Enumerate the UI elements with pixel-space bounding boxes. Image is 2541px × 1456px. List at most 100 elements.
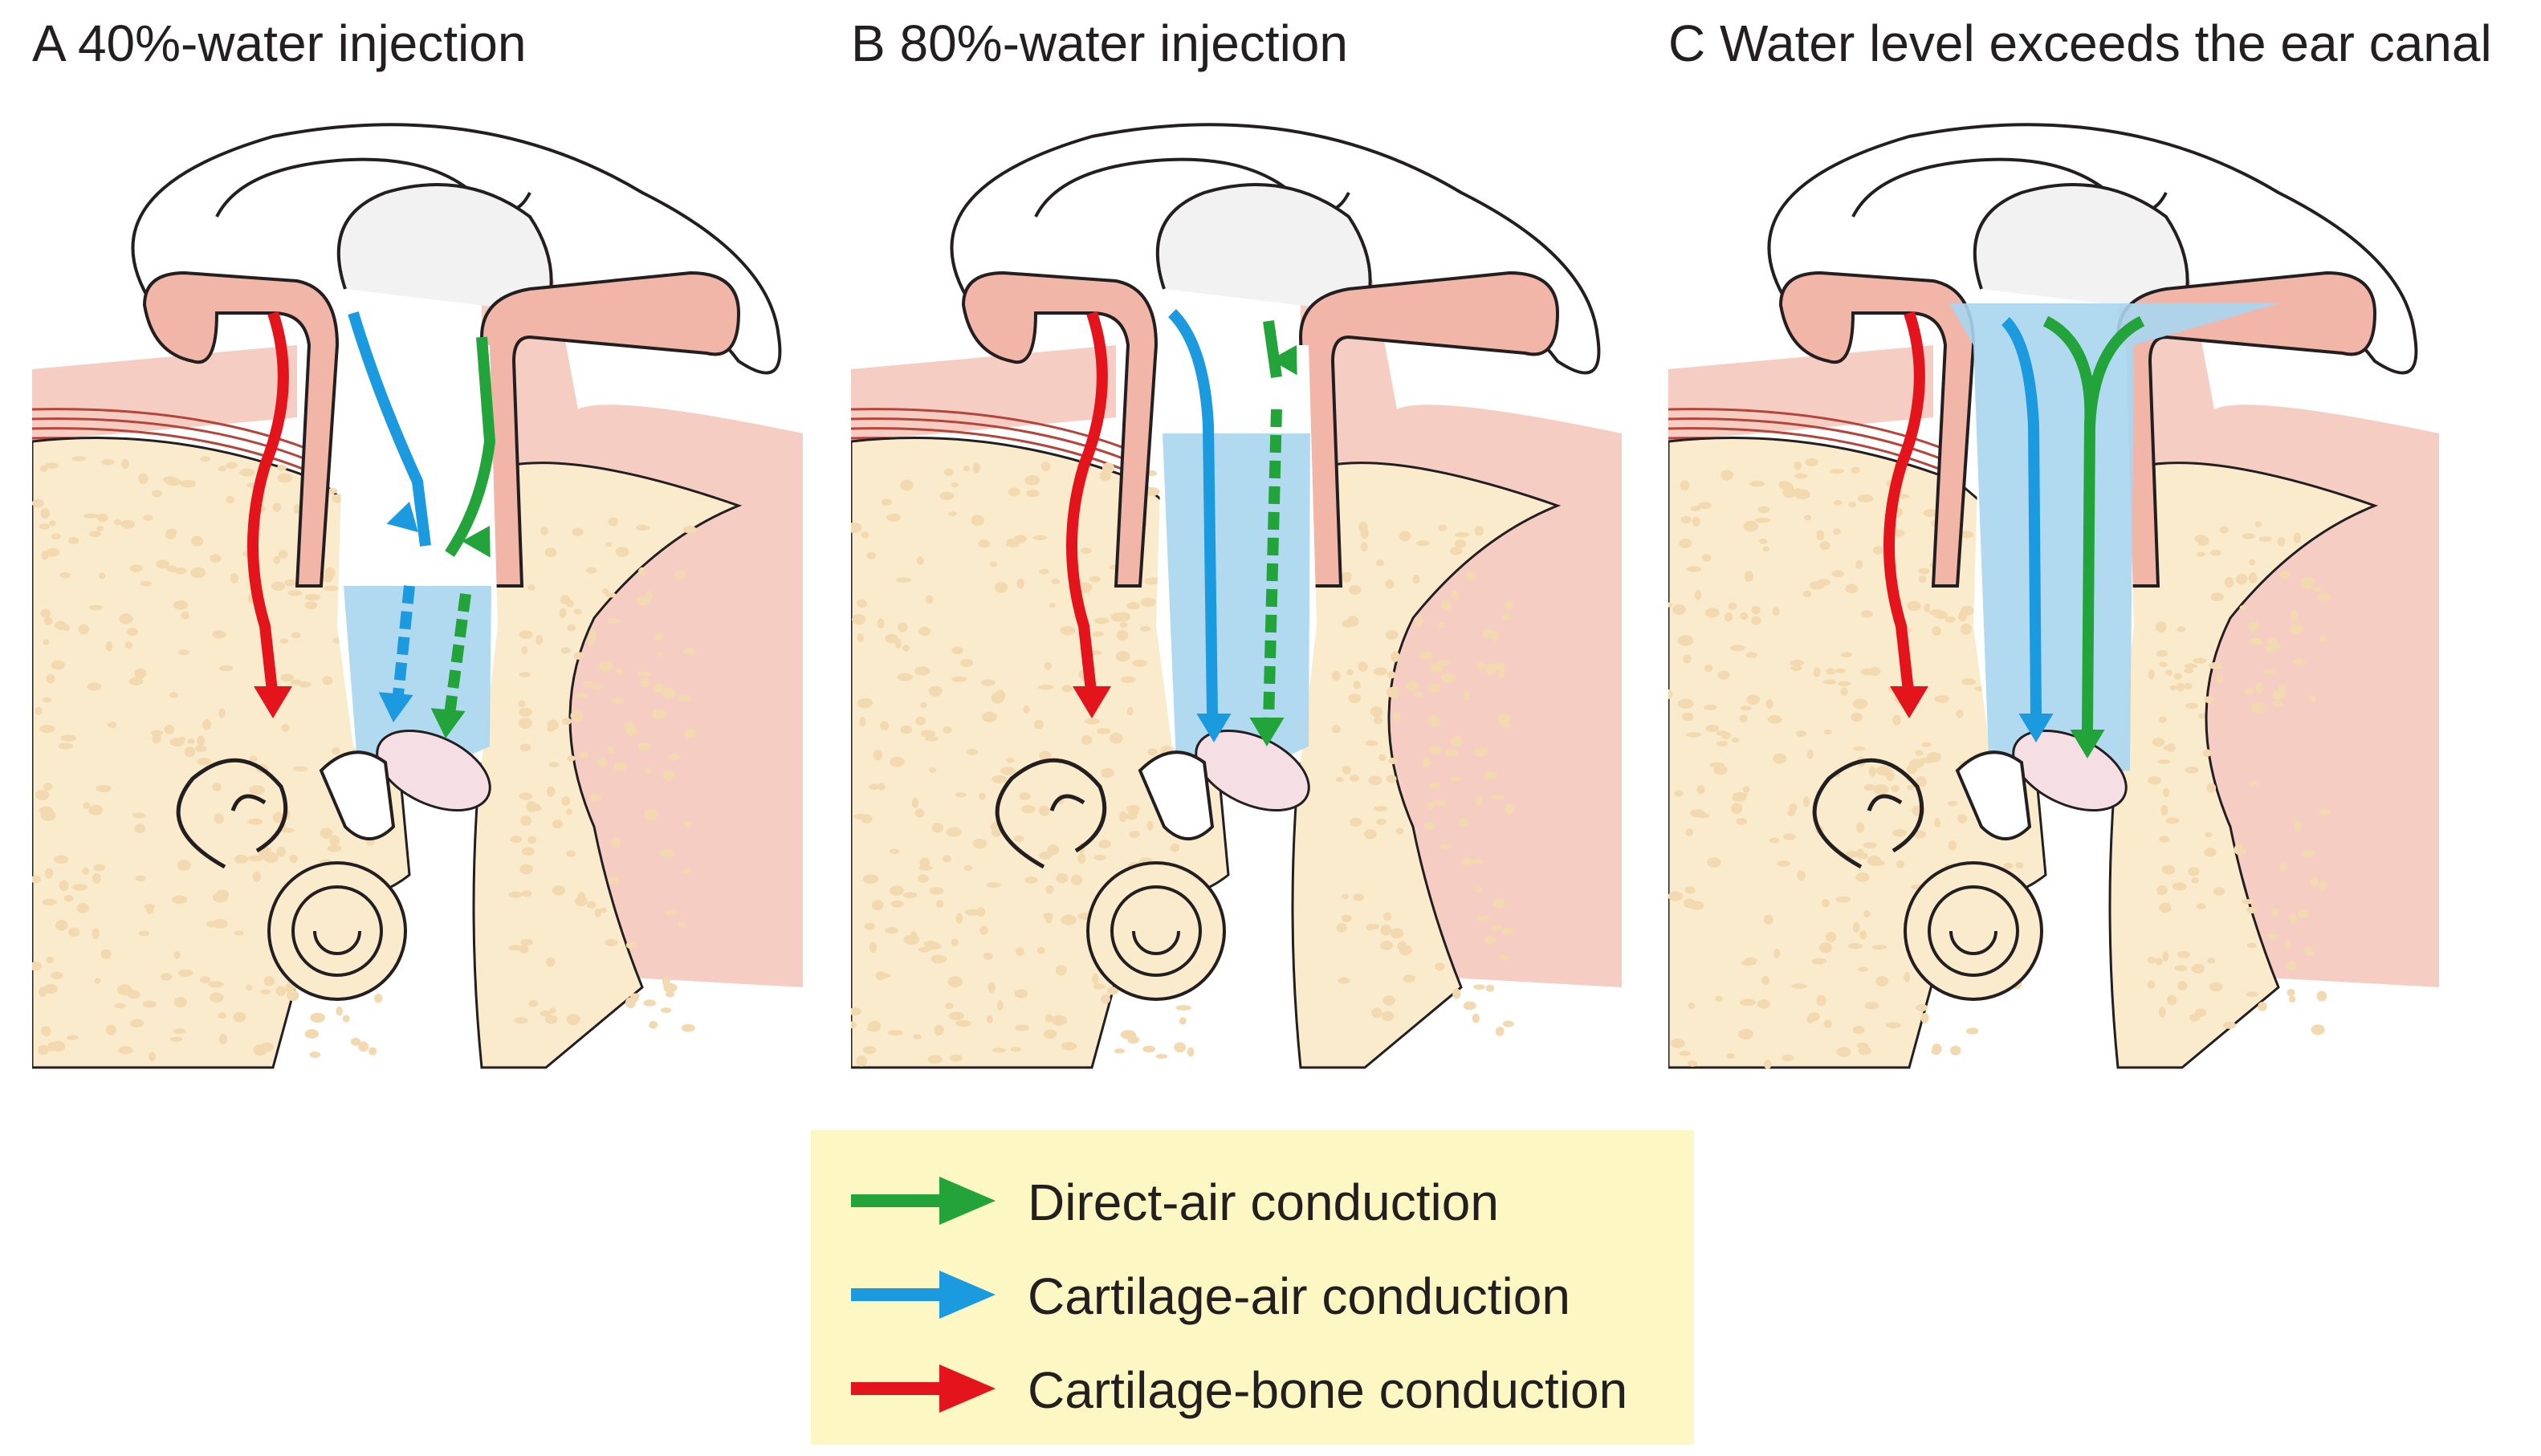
bone-texture [2191, 963, 2205, 974]
bone-texture [1777, 860, 1791, 867]
bone-texture [936, 900, 944, 909]
bone-texture [1119, 621, 1128, 628]
bone-texture [1845, 584, 1859, 594]
bone-texture [1871, 945, 1887, 950]
bone-texture [1473, 984, 1486, 990]
bone-texture [1837, 681, 1851, 687]
bone-texture [187, 738, 195, 745]
bone-texture [1110, 612, 1126, 622]
bone-texture [42, 697, 52, 703]
bone-texture [1454, 532, 1469, 538]
bone-texture [508, 891, 523, 898]
bone-texture [521, 847, 535, 856]
bone-texture [1039, 851, 1053, 860]
bone-texture [2235, 573, 2248, 585]
bone-texture [40, 1026, 51, 1037]
bone-texture [2286, 989, 2295, 997]
bone-texture [1680, 515, 1692, 524]
bone-texture [1772, 753, 1787, 764]
bone-texture [1742, 786, 1750, 793]
bone-texture [2262, 669, 2276, 674]
bone-texture [1907, 600, 1921, 612]
bone-texture [208, 981, 224, 988]
bone-texture [996, 1000, 1004, 1011]
bone-texture [1819, 541, 1830, 551]
bone-texture [42, 898, 57, 906]
bone-texture [209, 992, 224, 1003]
bone-texture [1187, 1047, 1195, 1057]
bone-texture [1371, 1007, 1382, 1019]
bone-texture [1415, 615, 1423, 627]
tragus-cartilage [142, 270, 340, 588]
bone-texture [926, 942, 943, 950]
bone-texture [2241, 899, 2255, 905]
bone-texture [2292, 659, 2306, 665]
bone-texture [972, 462, 980, 474]
bone-texture [66, 1035, 79, 1040]
bone-texture [1931, 1048, 1941, 1055]
bone-texture [587, 636, 595, 647]
bone-texture [2147, 956, 2156, 964]
bone-texture [976, 907, 986, 917]
bone-texture [309, 1051, 321, 1058]
bone-texture [342, 1015, 350, 1023]
bone-texture [1763, 914, 1773, 925]
bone-texture [43, 639, 50, 645]
bone-texture [902, 645, 910, 652]
bone-texture [657, 652, 664, 657]
bone-texture [561, 796, 571, 806]
bone-texture [2289, 913, 2298, 925]
bone-texture [2249, 638, 2264, 645]
bone-texture [1024, 475, 1040, 486]
bone-texture [2169, 685, 2177, 691]
bone-texture [1682, 712, 1694, 722]
bone-texture [1016, 578, 1024, 589]
bone-texture [1855, 559, 1863, 569]
bone-texture [1726, 1052, 1736, 1059]
bone-texture [861, 531, 869, 539]
bone-texture [1412, 574, 1420, 584]
bone-texture [1419, 651, 1434, 661]
bone-texture [58, 742, 74, 750]
bone-texture [955, 792, 967, 798]
bone-texture [1772, 607, 1780, 616]
bone-texture [1492, 662, 1505, 670]
bone-texture [521, 645, 528, 655]
bone-texture [275, 986, 287, 996]
bone-texture [649, 1020, 658, 1029]
bone-texture [1427, 802, 1435, 810]
bone-texture [980, 679, 996, 686]
bone-texture [100, 949, 112, 959]
bone-texture [96, 784, 112, 792]
bone-texture [853, 813, 869, 820]
bone-texture [662, 976, 670, 986]
bone-texture [133, 824, 146, 833]
bone-texture [1704, 608, 1720, 618]
bone-texture [2248, 572, 2258, 584]
bone-texture [1892, 714, 1902, 726]
bone-texture [1044, 913, 1053, 924]
bone-texture [1875, 976, 1889, 986]
bone-texture [89, 531, 102, 538]
bone-texture [1794, 461, 1802, 470]
bone-texture [1916, 1004, 1928, 1012]
bone-texture [1713, 765, 1728, 775]
bone-texture [2258, 536, 2272, 542]
bone-texture [46, 956, 55, 964]
bone-texture [662, 687, 676, 699]
bone-texture [214, 813, 225, 824]
bone-texture [1790, 659, 1805, 666]
bone-texture [2272, 700, 2283, 707]
bone-texture [1501, 613, 1512, 620]
bone-texture [851, 1021, 857, 1029]
bone-texture [180, 479, 196, 488]
bone-texture [1370, 706, 1383, 718]
bone-texture [955, 1019, 971, 1027]
bone-texture [519, 743, 531, 752]
bone-texture [1746, 694, 1761, 705]
bone-texture [607, 746, 615, 754]
bone-texture [247, 855, 263, 862]
muscle-layer [851, 417, 1149, 470]
bone-texture [2213, 887, 2225, 896]
bone-texture [963, 864, 973, 872]
